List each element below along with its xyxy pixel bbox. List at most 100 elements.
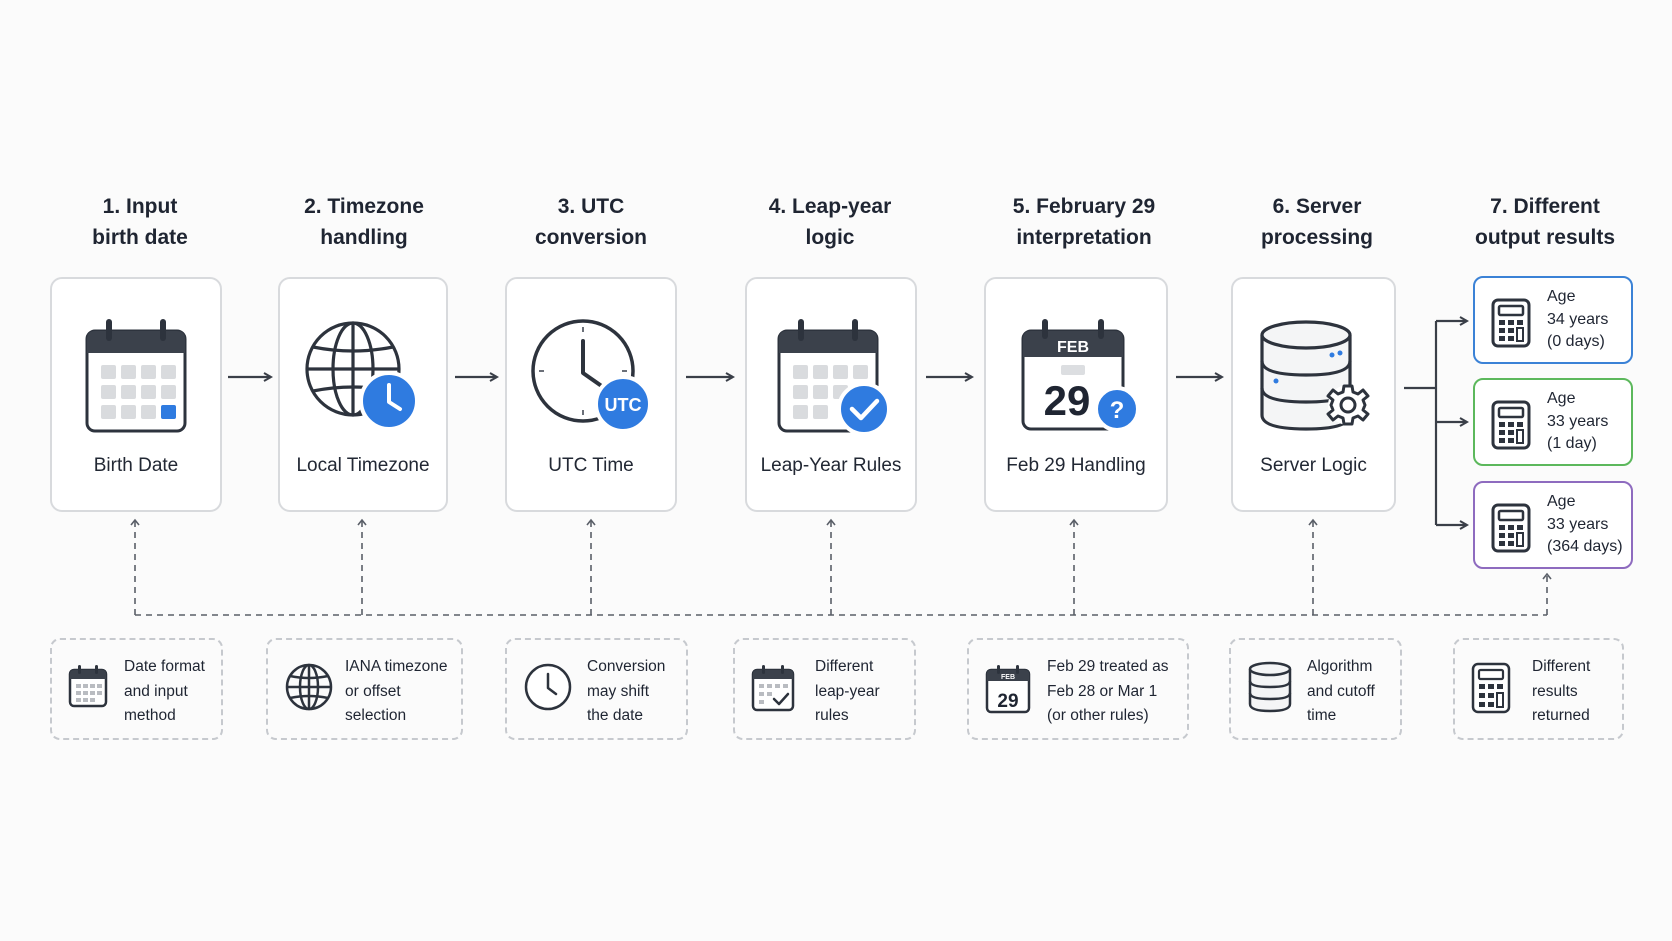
result-age-33-years-1-day: Age 33 years (1 day) [1473,378,1633,466]
calendar-check-icon [751,665,795,712]
note-line: the date [587,707,644,724]
note-line: Feb 29 treated as [1047,658,1169,675]
step-title-line: conversion [534,226,648,249]
note-line: results [1532,682,1578,700]
card-label: Local Timezone [296,455,430,476]
note-line: rules [815,707,849,724]
result-line: (0 days) [1547,333,1605,350]
card-server-logic: Server Logic [1231,277,1396,512]
step-title-line: 3. UTC [557,195,625,218]
step-title-line: 5. February 29 [1012,195,1156,218]
note-line: or offset [345,682,401,700]
note-line: and cutoff [1307,682,1375,700]
globe-icon [285,663,333,711]
note-text: Different results returned [1532,655,1590,729]
card-utc-time: UTC UTC Time [505,277,677,512]
result-text: Age 33 years (364 days) [1547,491,1623,559]
card-feb29-handling: FEB 29 ? Feb 29 Handling [984,277,1168,512]
result-line: 34 years [1547,310,1609,328]
result-line: (1 day) [1547,435,1597,452]
feb29-calendar-icon: FEB 29 ? [1021,319,1140,432]
note-line: returned [1532,707,1590,724]
note-line: selection [345,707,407,724]
step-title-line: 4. Leap-year [768,195,892,218]
note-line: IANA timezone [345,658,448,675]
card-label: Birth Date [93,455,179,476]
result-line: Age [1547,493,1576,510]
step-title-line: output results [1475,226,1615,249]
result-text: Age 34 years (0 days) [1547,286,1608,354]
step-title-6: 6. Server processing [1232,191,1402,253]
branch-arrows [1404,321,1467,525]
database-gear-icon [1259,320,1369,431]
feb-month-text: FEB [1001,674,1015,681]
note-text: IANA timezone or offset selection [345,655,448,729]
card-label: Leap-Year Rules [760,455,902,476]
feb29-calendar-icon: FEB 29 [985,665,1031,714]
note-line: may shift [587,682,650,700]
note-line: Different [815,658,874,675]
note-algorithm-cutoff: Algorithm and cutoff time [1229,638,1402,740]
note-feb29-treatment: FEB 29 Feb 29 treated as Feb 28 or Mar 1… [967,638,1189,740]
result-text: Age 33 years (1 day) [1547,388,1608,456]
note-line: Date format [124,658,205,675]
step-title-2: 2. Timezone handling [274,191,454,253]
card-label: Feb 29 Handling [1006,455,1146,476]
note-text: Feb 29 treated as Feb 28 or Mar 1 (or ot… [1047,655,1169,729]
feb-month-text: FEB [1057,339,1089,356]
card-label: UTC Time [548,455,634,476]
card-label: Server Logic [1260,455,1367,476]
note-text: Date format and input method [124,655,205,729]
step-title-5: 5. February 29 interpretation [984,191,1184,253]
step-title-7: 7. Different output results [1455,191,1635,253]
note-date-format: Date format and input method [50,638,223,740]
calculator-icon [1491,400,1531,450]
globe-clock-icon [305,321,419,431]
note-line: and input [124,682,188,700]
note-text: Conversion may shift the date [587,655,665,729]
note-text: Algorithm and cutoff time [1307,655,1375,729]
step-title-3: 3. UTC conversion [506,191,676,253]
note-different-results: Different results returned [1453,638,1624,740]
clock-icon [524,663,572,711]
step-title-line: 1. Input [102,195,178,218]
note-leap-year-rules: Different leap-year rules [733,638,916,740]
card-leap-year-rules: Leap-Year Rules [745,277,917,512]
step-title-line: logic [805,226,855,249]
step-title-line: handling [320,226,408,249]
step-title-4: 4. Leap-year logic [740,191,920,253]
step-title-1: 1. Input birth date [60,191,220,253]
result-line: 33 years [1547,412,1609,430]
note-text: Different leap-year rules [815,655,880,729]
note-line: Conversion [587,658,666,675]
clock-utc-icon: UTC [531,319,651,433]
result-age-34-years: Age 34 years (0 days) [1473,276,1633,364]
result-line: Age [1547,288,1576,305]
step-title-line: 7. Different [1490,195,1600,218]
calendar-icon [85,319,187,433]
note-line: Different [1532,658,1591,675]
step-title-line: processing [1260,226,1374,249]
result-age-33-years-364-days: Age 33 years (364 days) [1473,481,1633,569]
result-line: (364 days) [1547,538,1623,555]
feb-day-text: 29 [997,691,1018,712]
note-line: leap-year [815,682,880,700]
step-title-line: interpretation [1016,226,1152,249]
calendar-icon [68,665,108,708]
calendar-check-icon [777,319,891,436]
note-line: Feb 28 or Mar 1 [1047,682,1158,700]
result-line: 33 years [1547,515,1609,533]
note-conversion-shift: Conversion may shift the date [505,638,688,740]
result-line: Age [1547,390,1576,407]
calculator-icon [1491,298,1531,348]
note-line: Algorithm [1307,658,1373,675]
note-line: method [124,707,176,724]
question-badge-text: ? [1110,397,1125,424]
database-icon [1248,661,1292,713]
feb-day-text: 29 [1044,377,1091,424]
note-line: (or other rules) [1047,707,1149,724]
note-line: time [1307,707,1337,724]
utc-badge-text: UTC [605,395,642,415]
card-birth-date: Birth Date [50,277,222,512]
